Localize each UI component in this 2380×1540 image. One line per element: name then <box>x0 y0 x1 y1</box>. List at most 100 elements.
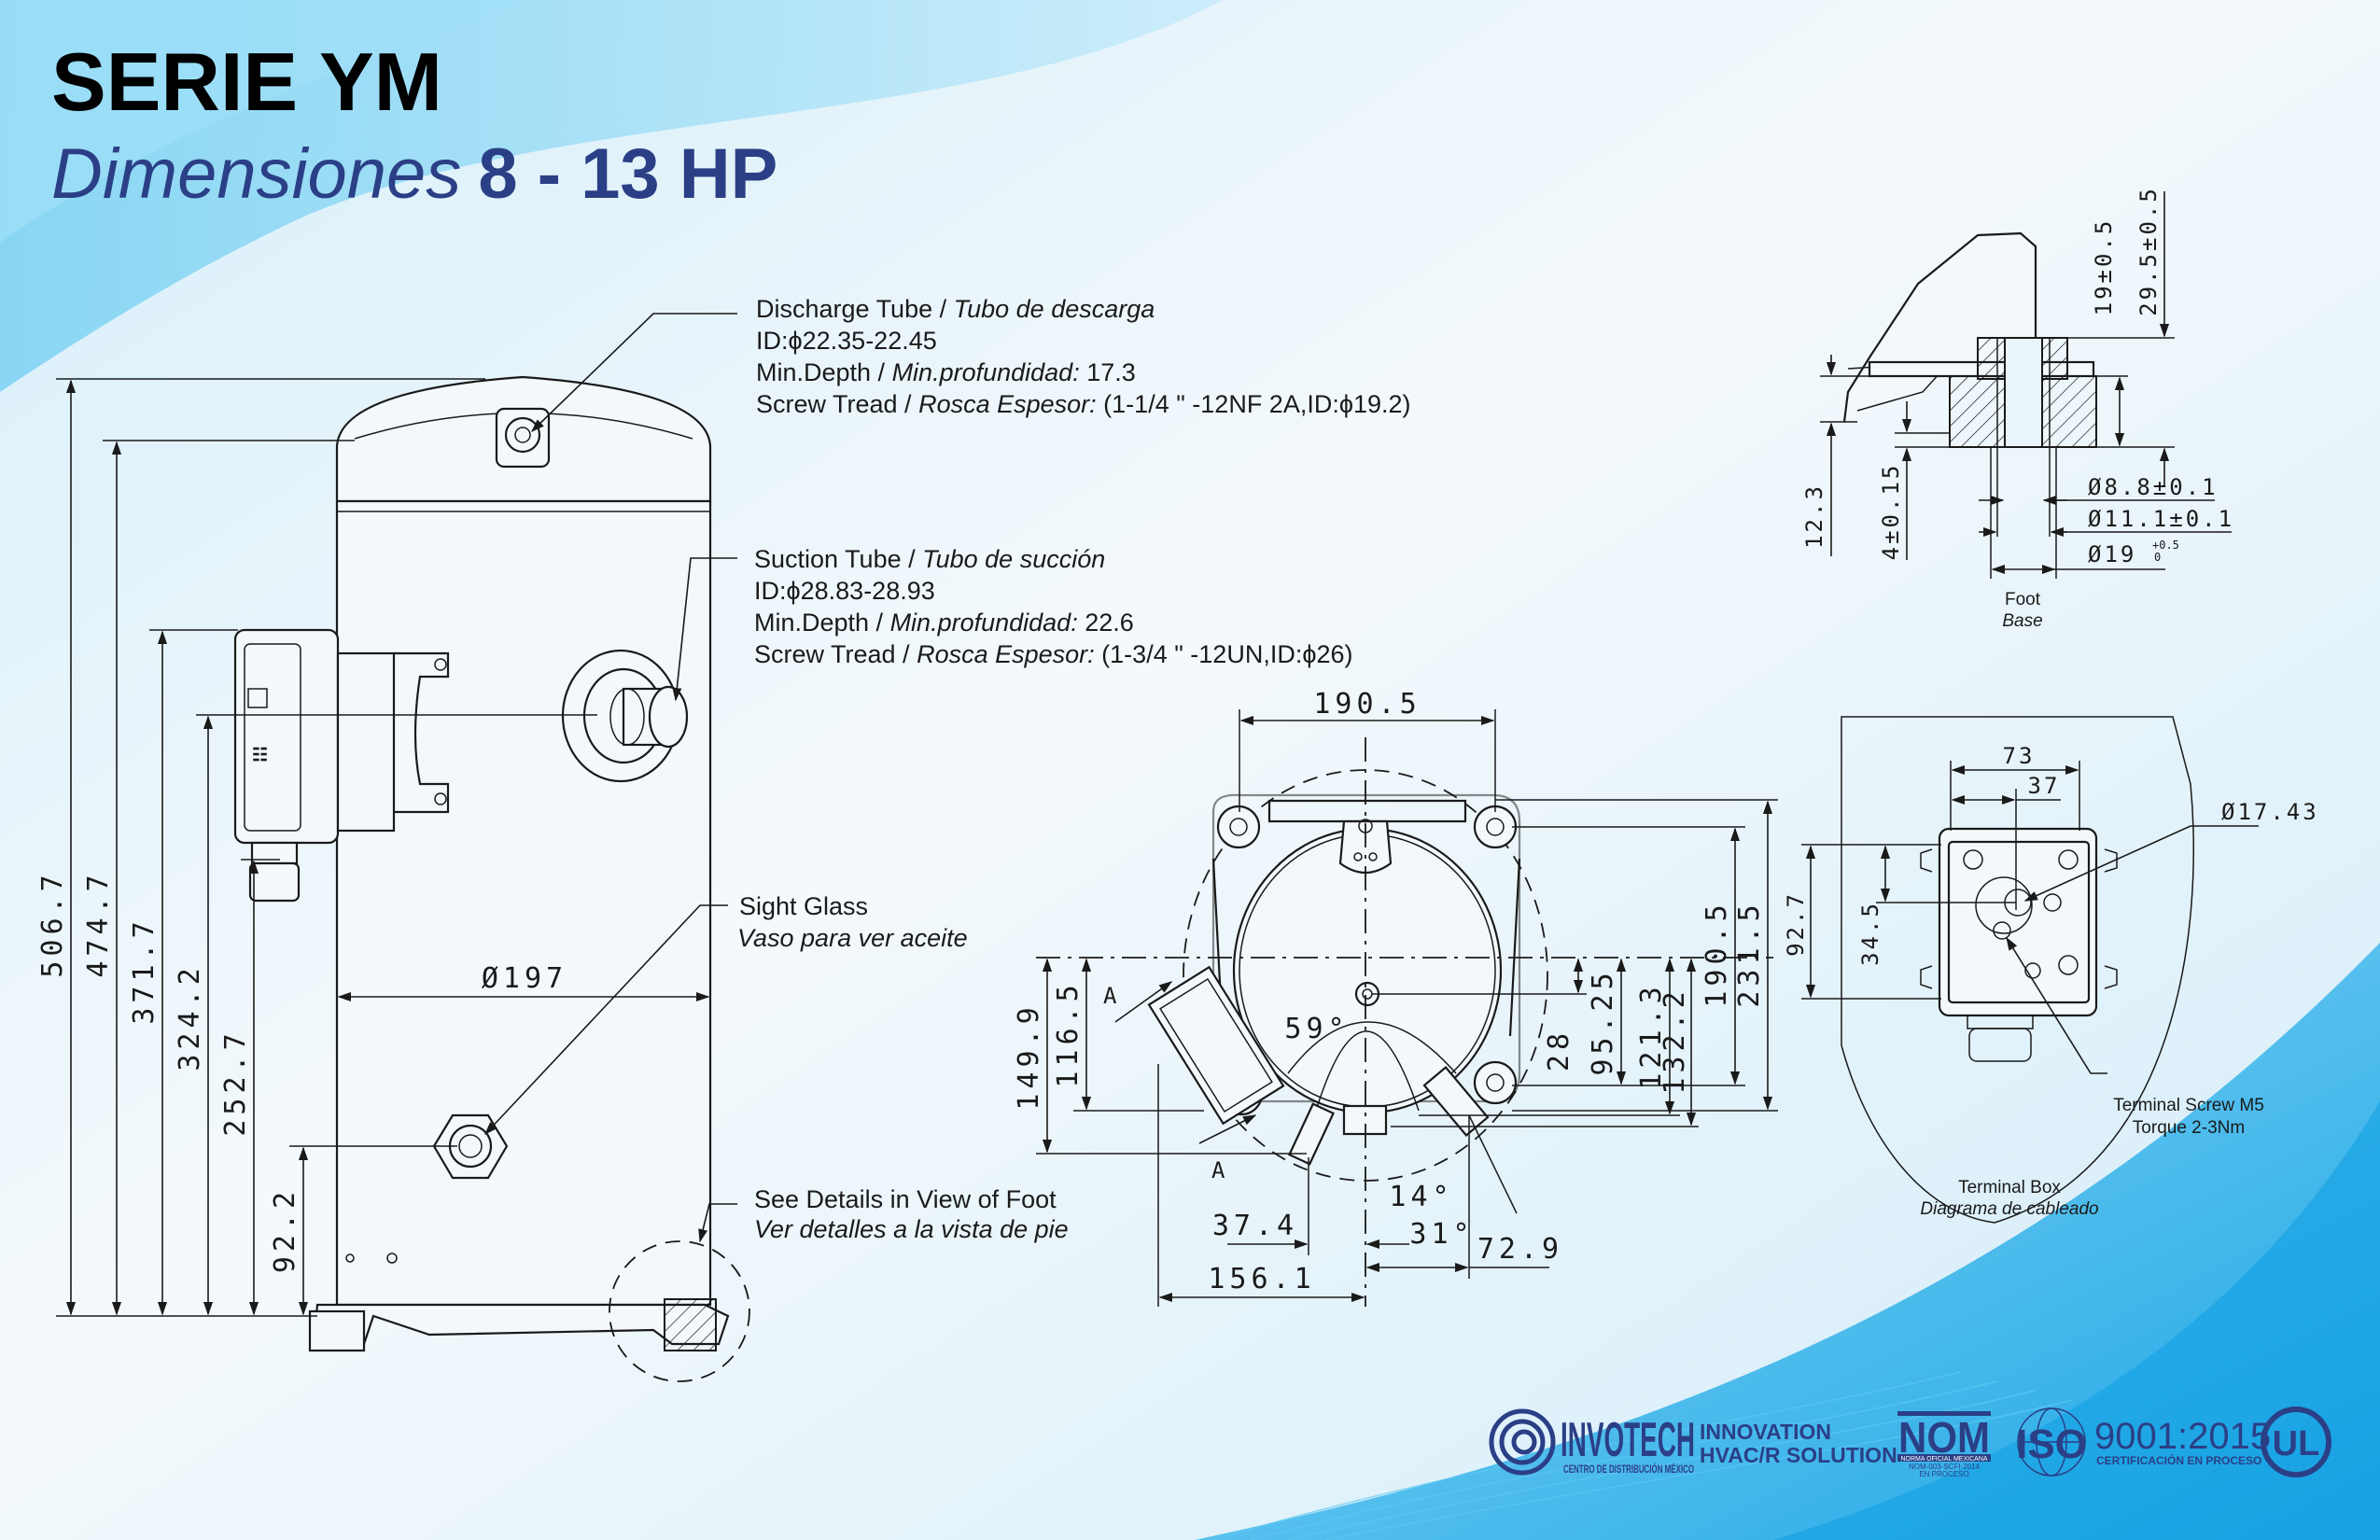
ul-logo: UL <box>2261 1407 2331 1477</box>
foot-details-title: See Details in View of Foot <box>754 1185 1057 1213</box>
invotech-logo: INVOTECH CENTRO DE DISTRIBUCIÓN MÉXICO I… <box>1489 1408 1897 1476</box>
foot-details-title-es: Ver detalles a la vista de pie <box>754 1215 1069 1243</box>
foot-dia-19-tol-upper: +0.5 <box>2152 539 2179 552</box>
side-view-compressor: ☷ <box>36 375 750 1382</box>
iso-status: CERTIFICACIÓN EN PROCESO <box>2096 1453 2261 1467</box>
leader-lines <box>484 313 737 1243</box>
suction-depth-label-es: Min.profundidad: <box>890 609 1078 637</box>
diameter-197: Ø197 <box>482 962 567 995</box>
discharge-tube-note: Discharge Tube / Tubo de descarga ID:ϕ22… <box>756 295 1411 418</box>
terminal-box-view: 73 37 34.5 92.7 Ø17.43 Terminal Screw M5… <box>1783 716 2319 1224</box>
terminal-box-side: ☷ <box>233 628 450 903</box>
discharge-depth-label-es: Min.profundidad: <box>892 358 1080 386</box>
dim-28: 28 <box>1543 1029 1575 1071</box>
suction-id: ID:ϕ28.83-28.93 <box>754 577 935 605</box>
discharge-title: Discharge Tube / <box>756 295 954 323</box>
nom-sub: NORMA OFICIAL MEXICANA <box>1900 1456 1987 1463</box>
discharge-id: ID:ϕ22.35-22.45 <box>756 327 937 355</box>
torque-note: Torque 2-3Nm <box>2133 1118 2245 1138</box>
foot-caption-es: Base <box>2002 611 2042 631</box>
terminal-dim-73: 73 <box>2003 743 2036 769</box>
foot-dia-8-8: Ø8.8±0.1 <box>2088 474 2219 500</box>
bottom-right-wave-accent <box>1773 1101 2380 1540</box>
svg-text:Suction Tube / Tubo de succión: Suction Tube / Tubo de succión <box>754 545 1105 573</box>
height-371-7: 371.7 <box>128 917 161 1024</box>
discharge-depth-value: 17.3 <box>1080 358 1136 386</box>
top-view: 190.5 28 95.25 121.3 132.2 190.5 231.5 1… <box>1013 688 1778 1307</box>
angle-14: 14° <box>1389 1181 1453 1213</box>
terminal-box-body <box>1938 827 2098 1017</box>
suction-title-es: Tubo de succión <box>922 545 1105 573</box>
discharge-fitting <box>495 407 551 469</box>
subtitle-range: 8 - 13 HP <box>478 134 777 214</box>
suction-thread-value: (1-3/4 " -12UN,ID:ϕ26) <box>1095 640 1353 668</box>
subtitle-italic: Dimensiones <box>51 134 461 214</box>
suction-depth-label: Min.Depth / <box>754 609 890 637</box>
nom-status: EN PROCESO <box>1919 1470 1968 1478</box>
suction-thread-label-es: Rosca Espesor: <box>917 640 1095 668</box>
dim-95-25: 95.25 <box>1587 968 1619 1075</box>
height-324-2: 324.2 <box>174 963 206 1071</box>
svg-text:Min.Depth / Min.profundidad: 2: Min.Depth / Min.profundidad: 22.6 <box>754 609 1134 637</box>
dim-37-4: 37.4 <box>1212 1210 1298 1242</box>
side-height-dimensions: 506.7 474.7 371.7 324.2 252.7 92.2 <box>36 378 597 1317</box>
series-title: SERIE YM <box>51 35 442 128</box>
suction-tube-note: Suction Tube / Tubo de succión ID:ϕ28.83… <box>754 545 1352 668</box>
svg-text:Min.Depth / Min.profundidad: 1: Min.Depth / Min.profundidad: 17.3 <box>756 358 1136 386</box>
height-506-7: 506.7 <box>36 870 69 977</box>
angle-59: 59° <box>1284 1013 1349 1045</box>
iso-standard: 9001:2015 <box>2094 1416 2271 1457</box>
discharge-title-es: Tubo de descarga <box>954 295 1155 323</box>
foot-dim-4: 4±0.15 <box>1878 463 1904 561</box>
nom-logo: NOM NORMA OFICIAL MEXICANA NOM-003-SCFI-… <box>1897 1411 1991 1478</box>
top-left-wave <box>0 0 1223 392</box>
globe-icon <box>2017 1407 2086 1477</box>
swirl-icon <box>1489 1408 1556 1476</box>
terminal-caption-es: Diagrama de cableado <box>1920 1199 2098 1219</box>
dim-190-5-vertical: 190.5 <box>1701 900 1733 1007</box>
discharge-thread-value: (1-1/4 " -12NF 2A,ID:ϕ19.2) <box>1097 390 1411 418</box>
ul-mark: UL <box>2273 1424 2320 1463</box>
foot-details-note: See Details in View of Foot Ver detalles… <box>754 1185 1069 1243</box>
foot-detail-view: 19±0.5 29.5±0.5 12.3 4±0.15 Ø8.8±0.1 Ø11… <box>1801 186 2232 631</box>
sight-glass-title-es: Vaso para ver aceite <box>737 924 968 952</box>
dim-231-5: 231.5 <box>1733 900 1766 1007</box>
height-474-7: 474.7 <box>82 870 115 977</box>
foot-dia-19-tol-lower: 0 <box>2154 551 2161 564</box>
foot-dia-19: Ø19 <box>2088 541 2136 567</box>
dim-116-5: 116.5 <box>1052 980 1085 1087</box>
brand-name: INVOTECH <box>1561 1413 1695 1467</box>
top-width-190-5: 190.5 <box>1313 688 1421 721</box>
nom-mark: NOM <box>1898 1413 1990 1462</box>
discharge-thread-label-es: Rosca Espesor: <box>918 390 1097 418</box>
angle-31: 31° <box>1409 1218 1474 1251</box>
dim-149-9: 149.9 <box>1013 1002 1045 1110</box>
terminal-dia-17-43: Ø17.43 <box>2221 799 2319 825</box>
section-a-label-bottom: A <box>1211 1157 1227 1183</box>
tagline-2: HVAC/R SOLUTION <box>1700 1443 1897 1467</box>
top-left-wave-accent <box>0 0 523 243</box>
terminal-caption: Terminal Box <box>1958 1178 2061 1197</box>
dim-156-1: 156.1 <box>1208 1263 1315 1295</box>
terminal-dim-37: 37 <box>2028 773 2061 799</box>
tagline-1: INNOVATION <box>1700 1420 1831 1444</box>
compressor-shell <box>335 499 712 1307</box>
dim-72-9: 72.9 <box>1477 1233 1563 1266</box>
section-a-label-top: A <box>1103 983 1119 1009</box>
svg-text:☷: ☷ <box>252 746 268 765</box>
bottom-right-wave <box>1195 943 2380 1540</box>
compressor-base <box>308 1240 750 1382</box>
foot-caption: Foot <box>2005 590 2041 609</box>
dim-121-3: 121.3 <box>1635 982 1668 1089</box>
wave-lines <box>1212 1371 2073 1540</box>
suction-title: Suction Tube / <box>754 545 922 573</box>
iso-mark: ISO <box>2016 1421 2087 1467</box>
terminal-dim-92-7: 92.7 <box>1783 891 1809 957</box>
dim-132-2: 132.2 <box>1659 987 1691 1094</box>
discharge-thread-label: Screw Tread / <box>756 390 918 418</box>
suction-fitting <box>561 649 689 783</box>
height-252-7: 252.7 <box>219 1029 252 1136</box>
foot-dim-29-5: 29.5±0.5 <box>2135 186 2162 316</box>
iso-logo: ISO 9001:2015 CERTIFICACIÓN EN PROCESO <box>2016 1407 2271 1477</box>
